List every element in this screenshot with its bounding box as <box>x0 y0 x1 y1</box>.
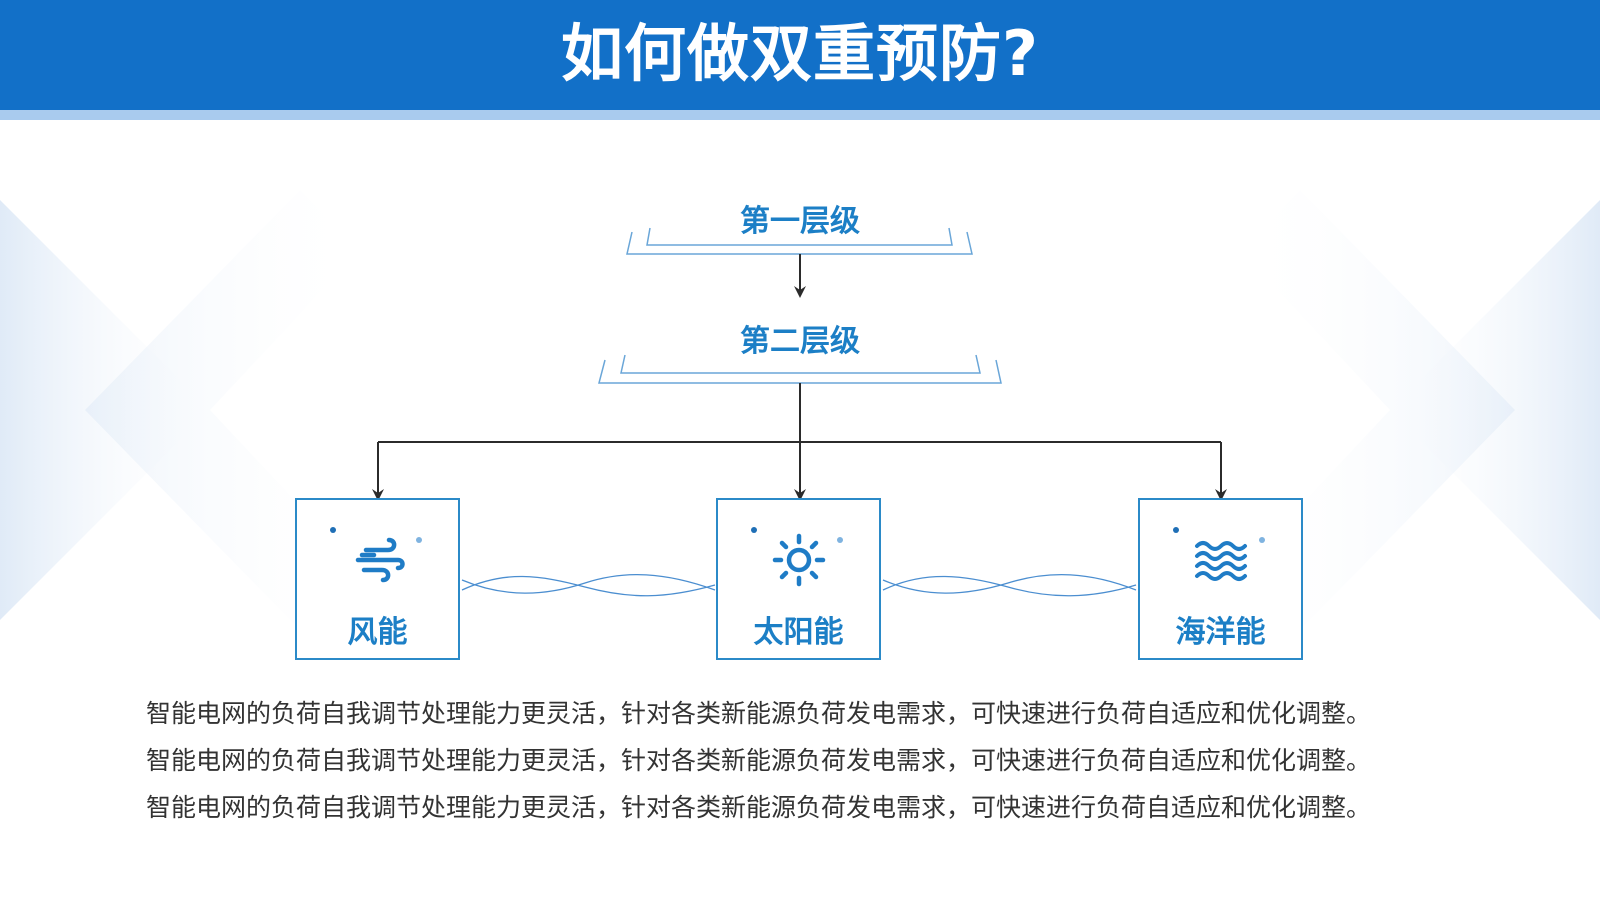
level1-label: 第一层级 <box>740 204 860 239</box>
header-underline-strip <box>0 110 1600 120</box>
wind-energy-box: 风能 <box>295 498 460 660</box>
description-line: 智能电网的负荷自我调节处理能力更灵活，针对各类新能源负荷发电需求，可快速进行负荷… <box>146 699 1372 728</box>
wind-energy-label: 风能 <box>347 615 408 650</box>
level2-label: 第二层级 <box>740 324 860 359</box>
decor-dot <box>330 527 336 533</box>
branch-connectors <box>372 383 1227 501</box>
decor-dot <box>837 537 843 543</box>
description-line: 智能电网的负荷自我调节处理能力更灵活，针对各类新能源负荷发电需求，可快速进行负荷… <box>146 746 1372 775</box>
page-title: 如何做双重预防? <box>561 17 1039 90</box>
sun-icon <box>772 533 825 587</box>
description-text: 智能电网的负荷自我调节处理能力更灵活，针对各类新能源负荷发电需求，可快速进行负荷… <box>146 690 1476 831</box>
solar-energy-box: 太阳能 <box>716 498 881 660</box>
decor-dot <box>416 537 422 543</box>
decor-dot <box>751 527 757 533</box>
solar-energy-label: 太阳能 <box>753 615 844 650</box>
right-inner-diamond-decoration <box>1240 190 1515 630</box>
decor-dot <box>1259 537 1265 543</box>
description-line: 智能电网的负荷自我调节处理能力更灵活，针对各类新能源负荷发电需求，可快速进行负荷… <box>146 793 1372 822</box>
ocean-energy-box: 海洋能 <box>1138 498 1303 660</box>
wave-links <box>461 573 1137 597</box>
header-bar: 如何做双重预防? <box>0 0 1600 110</box>
ocean-energy-label: 海洋能 <box>1175 615 1266 650</box>
left-inner-diamond-decoration <box>85 190 360 630</box>
wind-icon <box>355 537 405 583</box>
decor-dot <box>1173 527 1179 533</box>
waves-icon <box>1194 541 1247 581</box>
